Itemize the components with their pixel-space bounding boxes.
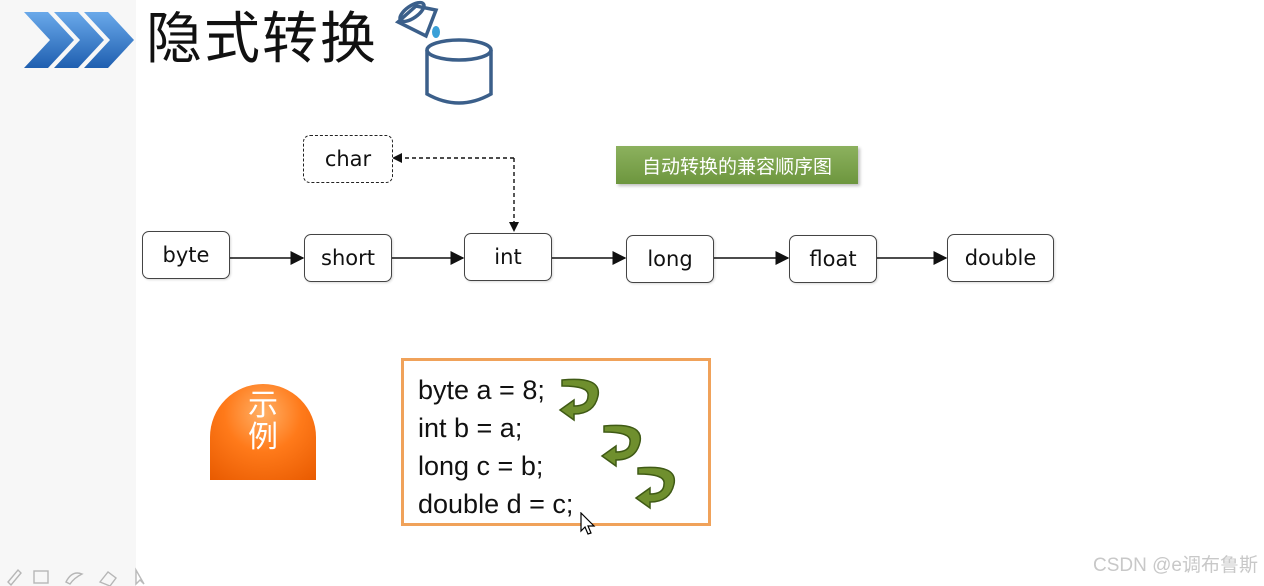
page-title: 隐式转换 — [146, 7, 378, 72]
char-node: char — [303, 135, 393, 183]
pen-icon — [7, 568, 22, 586]
pouring-bucket-database-icon — [394, 0, 493, 105]
code-line: double d = c; — [418, 489, 574, 519]
watermark: CSDN @e调布鲁斯 — [1093, 555, 1258, 576]
curved-arrow-icon — [634, 466, 676, 510]
curved-arrow-icon — [558, 378, 600, 422]
left-panel-strip — [0, 0, 136, 586]
double-node: double — [947, 234, 1054, 282]
byte-node: byte — [142, 231, 230, 279]
int-node: int — [464, 233, 552, 281]
mouse-pointer-icon — [580, 512, 596, 535]
code-line: byte a = 8; — [418, 375, 545, 405]
example-badge-char-2: 例 — [248, 420, 278, 455]
code-line: long c = b; — [418, 451, 544, 481]
compatibility-order-label: 自动转换的兼容顺序图 — [616, 146, 858, 184]
curved-arrow-icon — [600, 424, 642, 468]
code-line: int b = a; — [418, 413, 523, 443]
marker-icon — [65, 572, 84, 585]
pointer-icon — [135, 567, 145, 586]
short-node: short — [304, 234, 392, 282]
eraser-icon — [98, 571, 117, 586]
example-badge: 示 例 — [210, 384, 316, 480]
slides-icon — [33, 570, 49, 584]
float-node: float — [789, 235, 877, 283]
example-badge-char-1: 示 — [248, 388, 278, 423]
long-node: long — [626, 235, 714, 283]
curved-arrow-icons — [558, 378, 676, 510]
presentation-toolbar[interactable] — [4, 566, 154, 586]
double-chevron-right-icon — [24, 12, 134, 68]
